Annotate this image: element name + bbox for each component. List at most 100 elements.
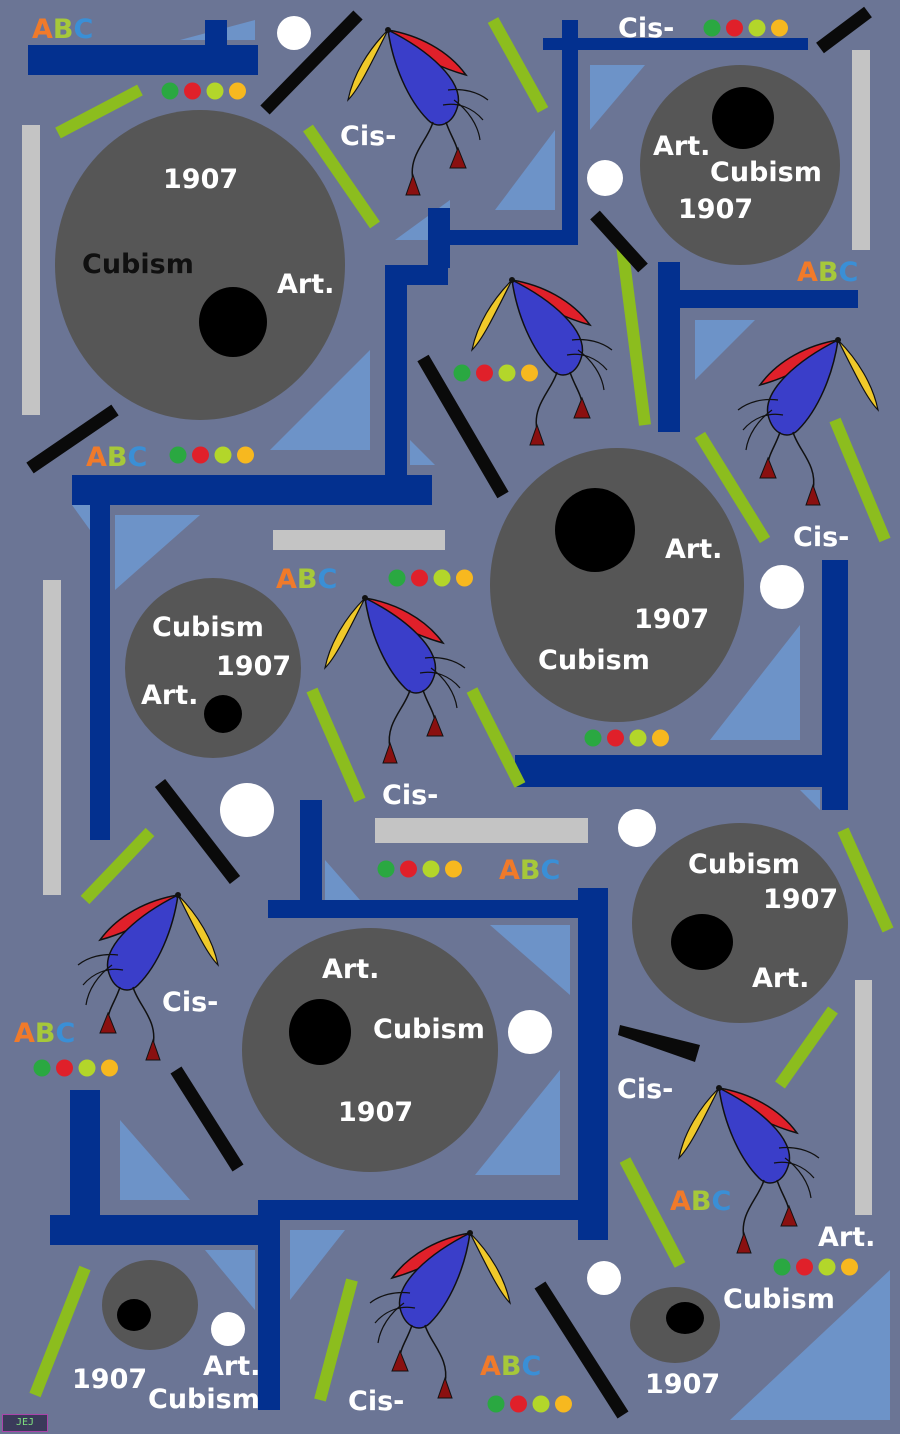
black-hole bbox=[289, 999, 351, 1065]
light-triangle bbox=[800, 790, 820, 810]
color-dot bbox=[532, 1395, 550, 1413]
bird bbox=[678, 1084, 820, 1254]
word-cis: Cis- bbox=[348, 1386, 404, 1417]
color-dot bbox=[584, 729, 602, 747]
color-dot bbox=[773, 1258, 791, 1276]
abc-letter: C bbox=[56, 1018, 76, 1049]
green-stick bbox=[80, 827, 155, 905]
color-dot bbox=[411, 569, 428, 587]
color-dot bbox=[629, 729, 647, 747]
abc-label: ABC bbox=[86, 442, 147, 473]
abc-label: ABC bbox=[276, 564, 337, 595]
color-dot bbox=[192, 446, 209, 464]
color-dot bbox=[476, 364, 493, 382]
color-dot bbox=[652, 729, 669, 747]
green-stick bbox=[314, 1278, 358, 1402]
bird bbox=[471, 276, 613, 446]
grey-disc bbox=[490, 448, 744, 722]
blue-bar bbox=[258, 1200, 608, 1220]
light-triangle bbox=[115, 515, 200, 590]
light-triangle bbox=[730, 1270, 890, 1420]
word-art: Art. bbox=[653, 131, 710, 162]
word-art: Art. bbox=[277, 269, 334, 300]
color-dot bbox=[229, 82, 246, 100]
abc-letter: B bbox=[691, 1186, 712, 1217]
green-stick bbox=[303, 124, 380, 229]
word-style: Cubism bbox=[148, 1384, 260, 1415]
word-cis: Cis- bbox=[340, 121, 396, 152]
color-dot bbox=[703, 19, 721, 37]
color-dot bbox=[510, 1395, 527, 1413]
color-dot bbox=[237, 446, 254, 464]
word-art: Art. bbox=[203, 1351, 260, 1382]
color-dot bbox=[555, 1395, 572, 1413]
abc-letter: A bbox=[797, 257, 818, 288]
light-triangle bbox=[710, 625, 800, 740]
abc-label: ABC bbox=[480, 1351, 541, 1382]
light-triangle bbox=[205, 1250, 255, 1310]
color-dot bbox=[433, 569, 451, 587]
abc-label: ABC bbox=[14, 1018, 75, 1049]
color-dot bbox=[422, 860, 440, 878]
white-circle bbox=[587, 160, 623, 196]
black-hole bbox=[666, 1302, 704, 1334]
word-cis: Cis- bbox=[382, 780, 438, 811]
word-year: 1907 bbox=[678, 194, 753, 225]
grey-disc bbox=[632, 823, 848, 1023]
color-dot bbox=[796, 1258, 813, 1276]
grey-bar bbox=[852, 50, 870, 250]
word-style: Cubism bbox=[688, 849, 800, 880]
abc-letter: B bbox=[297, 564, 318, 595]
color-dot bbox=[101, 1059, 118, 1077]
grey-disc bbox=[242, 928, 498, 1172]
blue-bar bbox=[385, 265, 407, 475]
abc-letter: A bbox=[14, 1018, 35, 1049]
color-dot bbox=[377, 860, 395, 878]
color-dot bbox=[487, 1395, 505, 1413]
color-dot bbox=[161, 82, 179, 100]
bird bbox=[77, 891, 219, 1061]
white-circle bbox=[760, 565, 804, 609]
white-circle bbox=[508, 1010, 552, 1054]
black-hole bbox=[117, 1299, 151, 1331]
white-circle bbox=[587, 1261, 621, 1295]
color-dot bbox=[33, 1059, 51, 1077]
color-dot bbox=[78, 1059, 96, 1077]
word-art: Art. bbox=[752, 963, 809, 994]
black-stick bbox=[618, 1025, 700, 1062]
abc-letter: A bbox=[499, 855, 520, 886]
word-style: Cubism bbox=[710, 157, 822, 188]
abc-letter: B bbox=[53, 14, 74, 45]
bird bbox=[347, 26, 489, 196]
black-stick bbox=[417, 354, 509, 499]
badge: JEJ bbox=[2, 1414, 48, 1432]
word-style: Cubism bbox=[373, 1014, 485, 1045]
word-year: 1907 bbox=[163, 164, 238, 195]
word-style: Cubism bbox=[538, 645, 650, 676]
color-dot bbox=[748, 19, 766, 37]
light-triangle bbox=[325, 860, 360, 900]
color-dot bbox=[726, 19, 743, 37]
abc-letter: B bbox=[520, 855, 541, 886]
light-triangle bbox=[490, 925, 570, 995]
color-dot bbox=[607, 729, 624, 747]
color-dot bbox=[169, 446, 187, 464]
word-year: 1907 bbox=[634, 604, 709, 635]
abc-letter: B bbox=[818, 257, 839, 288]
word-year: 1907 bbox=[338, 1097, 413, 1128]
color-dot bbox=[453, 364, 471, 382]
word-art: Art. bbox=[818, 1222, 875, 1253]
abc-letter: A bbox=[276, 564, 297, 595]
green-stick bbox=[466, 687, 526, 788]
green-stick bbox=[29, 1265, 91, 1398]
blue-bar bbox=[543, 38, 808, 50]
word-art: Art. bbox=[665, 534, 722, 565]
word-year: 1907 bbox=[645, 1369, 720, 1400]
blue-bar bbox=[205, 20, 227, 50]
word-cis: Cis- bbox=[617, 1074, 673, 1105]
word-year: 1907 bbox=[763, 884, 838, 915]
abc-letter: B bbox=[35, 1018, 56, 1049]
abc-letter: B bbox=[107, 442, 128, 473]
